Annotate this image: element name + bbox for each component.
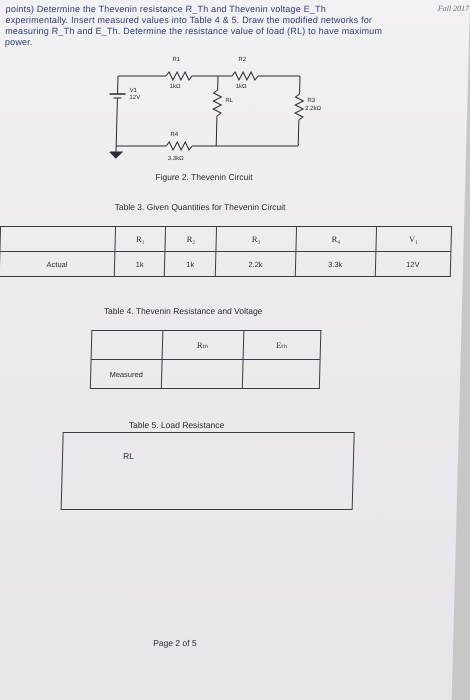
rl-row-label: RL [122,451,135,461]
v1-value: 12V [129,95,140,101]
resistor-r3-symbol [293,93,305,121]
resistor-r1-symbol [165,70,193,82]
measured-rth-cell[interactable] [161,359,243,389]
r4-value: 3.3kΩ [168,156,184,162]
table-row: Actual 1k 1k 2.2k 3.3k 12V [0,251,451,277]
table-cell: 1k [114,251,166,277]
thevenin-circuit-diagram: R1 1kΩ R2 1kΩ RL R3 2.2kΩ R4 3.3kΩ V1 12… [109,57,322,162]
table-header-row: Rₜₕ Eₜₕ [91,330,321,360]
table4-caption: Table 4. Thevenin Resistance and Voltage [103,306,263,316]
given-quantities-table: R₁ R₂ R₃ R₄ V₁ Actual 1k 1k 2.2k 3.3k 12… [0,226,452,277]
wire [215,116,218,146]
table-header-row: R₁ R₂ R₃ R₄ V₁ [0,226,452,252]
instructions-text: points) Determine the Thevenin resistanc… [5,4,446,48]
table-cell: 2.2k [215,251,296,277]
r3-label: R3 [307,98,315,104]
table-header-cell: R₁ [114,226,166,252]
table-cell: 12V [374,251,451,277]
resistor-r4-symbol [165,140,193,152]
r2-value: 1kΩ [236,84,247,90]
table-header-cell [0,226,116,252]
table-row: Measured [90,359,321,389]
table-cell: 1k [164,251,216,277]
table3-caption: Table 3. Given Quantities for Thevenin C… [114,202,286,212]
thevenin-resistance-voltage-table: Rₜₕ Eₜₕ Measured [90,330,322,389]
r4-label: R4 [170,132,178,138]
resistor-r2-symbol [231,70,259,82]
table5-caption: Table 5. Load Resistance [128,420,225,430]
instructions-line: measuring R_Th and E_Th. Determine the r… [5,26,383,36]
table-header-cell: V₁ [375,226,452,252]
load-resistance-box[interactable]: RL [60,432,355,510]
ground-symbol [109,151,124,159]
wire [115,98,118,146]
measured-eth-cell[interactable] [241,359,321,389]
table-header-cell: R₄ [295,226,377,252]
wire [297,120,300,146]
table-header-cell: Rₜₕ [162,330,244,360]
r3-value: 2.2kΩ [305,106,321,112]
table-cell: 3.3k [295,251,376,277]
table-header-cell: R₂ [165,226,217,252]
table-header-cell [91,330,163,360]
row-label-cell: Measured [90,359,163,389]
page-number: Page 2 of 5 [153,638,197,648]
instructions-line: power. [4,37,33,47]
r1-value: 1kΩ [170,84,181,90]
instructions-line: points) Determine the Thevenin resistanc… [5,4,327,14]
table-header-cell: Eₜₕ [242,330,321,360]
instructions-line: experimentally. Insert measured values i… [5,15,373,25]
v1-label: V1 [130,88,138,94]
table-header-cell: R₃ [215,226,297,252]
row-label-cell: Actual [0,251,115,277]
resistor-rl-symbol [212,89,223,117]
figure-caption: Figure 2. Thevenin Circuit [155,172,253,182]
r2-label: R2 [238,57,246,63]
r1-label: R1 [172,57,180,63]
rl-label: RL [225,98,233,104]
